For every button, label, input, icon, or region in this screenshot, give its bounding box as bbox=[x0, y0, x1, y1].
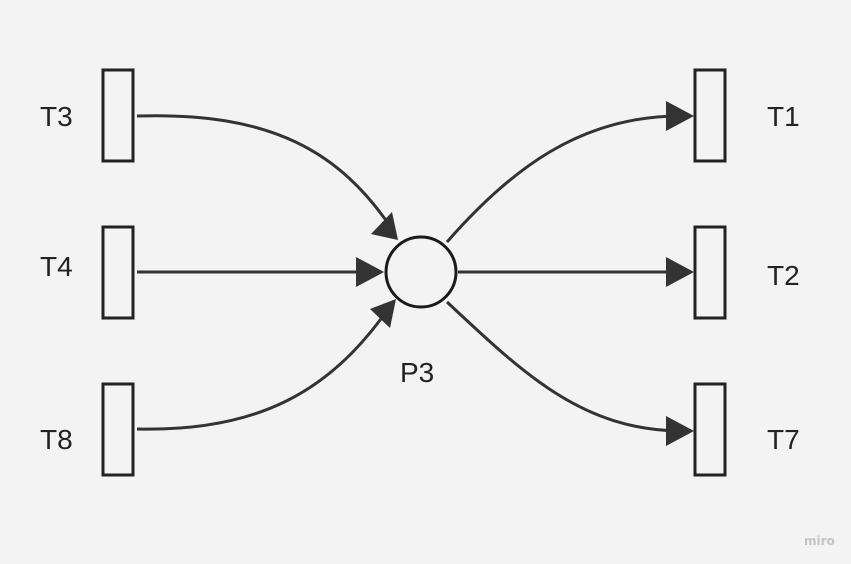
transition-t3[interactable] bbox=[101, 68, 135, 163]
arc-p3-to-t1[interactable] bbox=[445, 114, 681, 243]
place-p3[interactable] bbox=[384, 235, 458, 309]
arrowhead-t8-p3 bbox=[370, 299, 396, 328]
arrowhead-t4-p3 bbox=[356, 257, 384, 287]
transition-t1[interactable] bbox=[693, 68, 727, 163]
arrowhead-p3-t2 bbox=[666, 257, 694, 287]
arrowhead-t3-p3 bbox=[371, 212, 398, 240]
arrowhead-p3-t7 bbox=[666, 416, 694, 446]
label-t1: T1 bbox=[767, 101, 800, 132]
miro-watermark: miro bbox=[804, 534, 835, 548]
transition-t4[interactable] bbox=[101, 225, 135, 320]
transition-t7[interactable] bbox=[693, 382, 727, 477]
arc-t8-to-p3[interactable] bbox=[136, 311, 388, 431]
label-t7: T7 bbox=[767, 424, 800, 455]
label-t2: T2 bbox=[767, 260, 800, 291]
transition-t2[interactable] bbox=[693, 225, 727, 320]
label-t8: T8 bbox=[40, 424, 73, 455]
arrowhead-p3-t1 bbox=[666, 101, 694, 131]
label-t4: T4 bbox=[40, 251, 73, 282]
label-p3: P3 bbox=[400, 357, 434, 388]
label-t3: T3 bbox=[40, 101, 73, 132]
transition-t8[interactable] bbox=[101, 382, 135, 477]
arc-p3-to-t7[interactable] bbox=[445, 300, 681, 433]
arc-t3-to-p3[interactable] bbox=[136, 114, 396, 233]
